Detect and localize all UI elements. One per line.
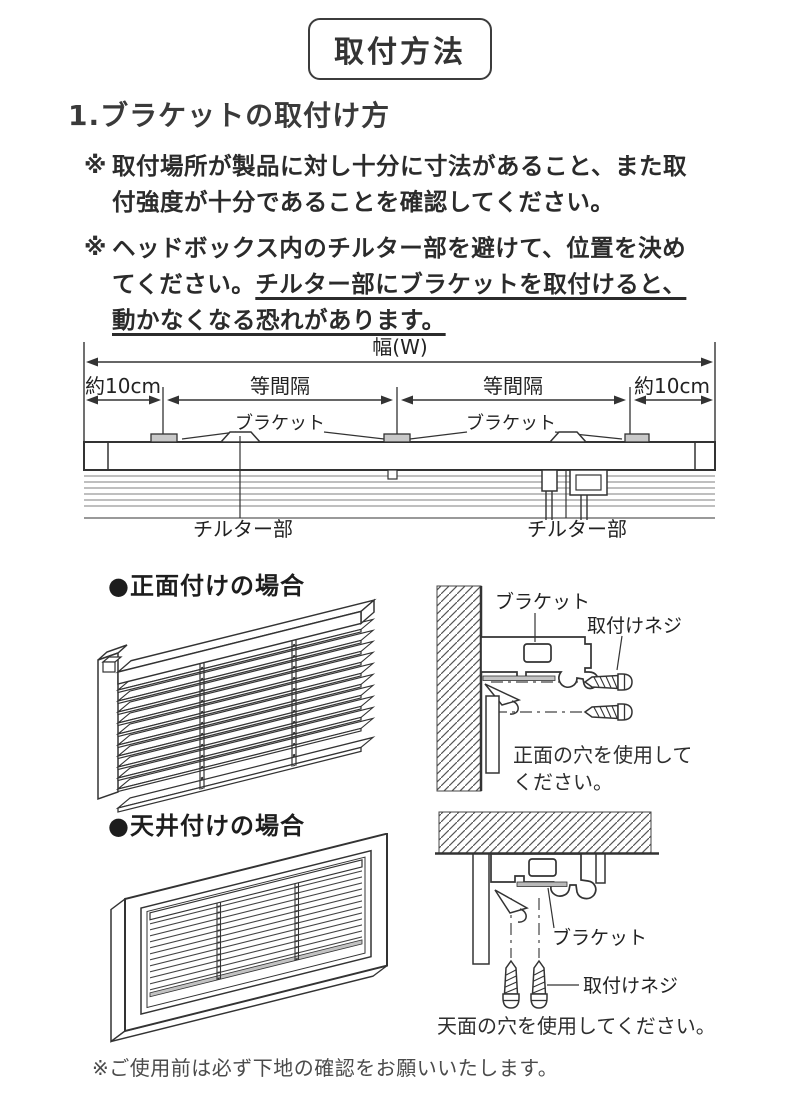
bracket-1 <box>150 433 178 443</box>
bottom-rail <box>115 736 376 813</box>
bracket-label-right: ブラケット <box>466 412 556 434</box>
equal-spacing-label-left: 等間隔 <box>250 374 310 398</box>
spacing-arrows <box>86 387 713 438</box>
ceiling-caption: 天面の穴を使用してください。 <box>437 1014 705 1038</box>
front-mount-blind-illustration <box>97 598 377 813</box>
equal-spacing-label-right: 等間隔 <box>483 374 543 398</box>
brackets <box>150 433 650 443</box>
page-title-box: 取付方法 <box>308 18 492 80</box>
bracket-label: ブラケット <box>495 590 590 613</box>
bracket-spacing-diagram: 幅(W) 約10cm 等間隔 等間隔 約10cm <box>83 335 716 541</box>
lower-plate <box>485 695 500 774</box>
cord-box-2-inner <box>575 474 602 491</box>
note-1: ※ 取付場所が製品に対し十分に寸法があること、また取 付強度が十分であることを確… <box>84 148 729 220</box>
support-arm <box>494 889 529 914</box>
total-width-arrow <box>86 357 713 367</box>
note-marker: ※ <box>84 153 107 179</box>
headbox-bar <box>115 598 377 685</box>
tilter-label-right: チルター部 <box>527 517 627 541</box>
right-margin-label: 約10cm <box>634 374 710 398</box>
bracket-label: ブラケット <box>552 926 647 949</box>
footer-note: ※ご使用前は必ず下地の確認をお願いいたします。 <box>92 1056 559 1080</box>
page-title: 取付方法 <box>334 35 466 70</box>
note-2-text: ヘッドボックス内のチルター部を避けて、位置を決め てください。チルター部にブラケ… <box>112 230 686 338</box>
slats <box>115 618 376 793</box>
slats <box>150 870 362 991</box>
cord-tab <box>387 469 398 480</box>
ceiling-mount-heading: ●天井付けの場合 <box>108 812 305 840</box>
front-mount-heading: ●正面付けの場合 <box>108 572 305 600</box>
frame-reveal <box>146 856 366 1009</box>
mounting-screw-2 <box>584 703 633 721</box>
bracket-label-left: ブラケット <box>235 412 325 434</box>
screw-label-leader <box>616 635 623 671</box>
front-mount-bracket-detail: ブラケット 取付けネジ 正面の穴を使用して ください。 <box>436 585 692 794</box>
note-2-plain: ヘッドボックス内のチルター部を避けて、位置を決め てください。 <box>112 234 687 298</box>
note-marker: ※ <box>84 235 107 261</box>
wall-hatched <box>436 585 482 792</box>
mounting-screw-2 <box>530 960 548 1009</box>
support-curl <box>509 700 519 715</box>
note-2: ※ ヘッドボックス内のチルター部を避けて、位置を決め てください。チルター部にブ… <box>84 230 729 338</box>
headbox <box>83 441 716 471</box>
frame-side-face <box>110 897 126 1043</box>
bracket-3 <box>624 433 650 443</box>
front-caption-line2: ください。 <box>513 770 613 794</box>
support-arm <box>484 683 522 706</box>
width-label: 幅(W) <box>372 335 427 359</box>
bracket-2 <box>383 433 411 443</box>
window-frame-blind <box>110 833 388 1043</box>
bottom-rail <box>149 939 363 998</box>
bracket-tab <box>595 853 606 884</box>
left-margin-label: 約10cm <box>85 374 161 398</box>
ceiling-mount-bracket-detail: ブラケット 取付けネジ 天面の穴を使用してください。 <box>435 811 705 1038</box>
ceiling-hatched <box>438 811 652 854</box>
cord-box-1 <box>541 469 558 492</box>
bracket-hole <box>523 643 552 663</box>
tilter-label-left: チルター部 <box>193 517 293 541</box>
slat-lines <box>84 475 715 519</box>
bracket-label-leader <box>547 887 555 929</box>
headbox-lip <box>516 881 568 887</box>
blind-body <box>115 598 377 813</box>
ladder-tapes <box>199 639 297 790</box>
main-heading: 1.ブラケットの取付け方 <box>68 99 391 132</box>
mounting-screw-1 <box>584 673 633 691</box>
bracket-hole <box>528 858 557 877</box>
note-1-text: 取付場所が製品に対し十分に寸法があること、また取 付強度が十分であることを確認し… <box>112 152 688 216</box>
front-caption-line1: 正面の穴を使用して <box>513 743 692 767</box>
screw-label: 取付けネジ <box>583 975 678 997</box>
ladder-tapes <box>216 882 300 981</box>
screw-label: 取付けネジ <box>587 615 682 637</box>
tilter-unit-right <box>548 431 588 443</box>
headbox-bar <box>149 859 363 921</box>
support-curl <box>517 908 527 923</box>
note-2-warning-underlined: チルター部にブラケットを取付けると、 動かなくなる恐れがあります。 <box>112 270 687 334</box>
mounting-screw-1 <box>502 960 520 1009</box>
ceiling-mount-blind-illustration <box>110 833 388 1043</box>
headbox-lip <box>482 675 556 681</box>
cord-lines <box>545 491 588 520</box>
side-plate <box>472 853 490 965</box>
